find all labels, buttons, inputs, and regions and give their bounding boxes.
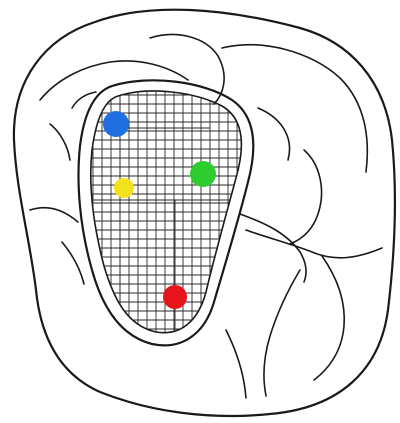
- cusp-ridge-line: [222, 45, 367, 172]
- cusp-ridge-line: [290, 150, 322, 244]
- cusp-ridge-line: [264, 270, 300, 396]
- central-fissure: [240, 214, 306, 282]
- red-marker-dot: [163, 285, 187, 309]
- tooth-outer-outline: [14, 10, 395, 416]
- cusp-ridge-line: [258, 108, 290, 160]
- fissure-line: [62, 242, 84, 284]
- fissure-line: [30, 208, 78, 222]
- fissure-line: [50, 124, 70, 160]
- blue-marker-dot: [103, 111, 129, 137]
- cusp-ridge-line: [314, 256, 344, 380]
- green-marker-dot: [190, 161, 216, 187]
- fissure-line: [72, 92, 96, 108]
- yellow-marker-dot: [114, 178, 134, 198]
- cusp-ridge-line: [246, 230, 382, 258]
- cusp-ridge-line: [226, 330, 246, 398]
